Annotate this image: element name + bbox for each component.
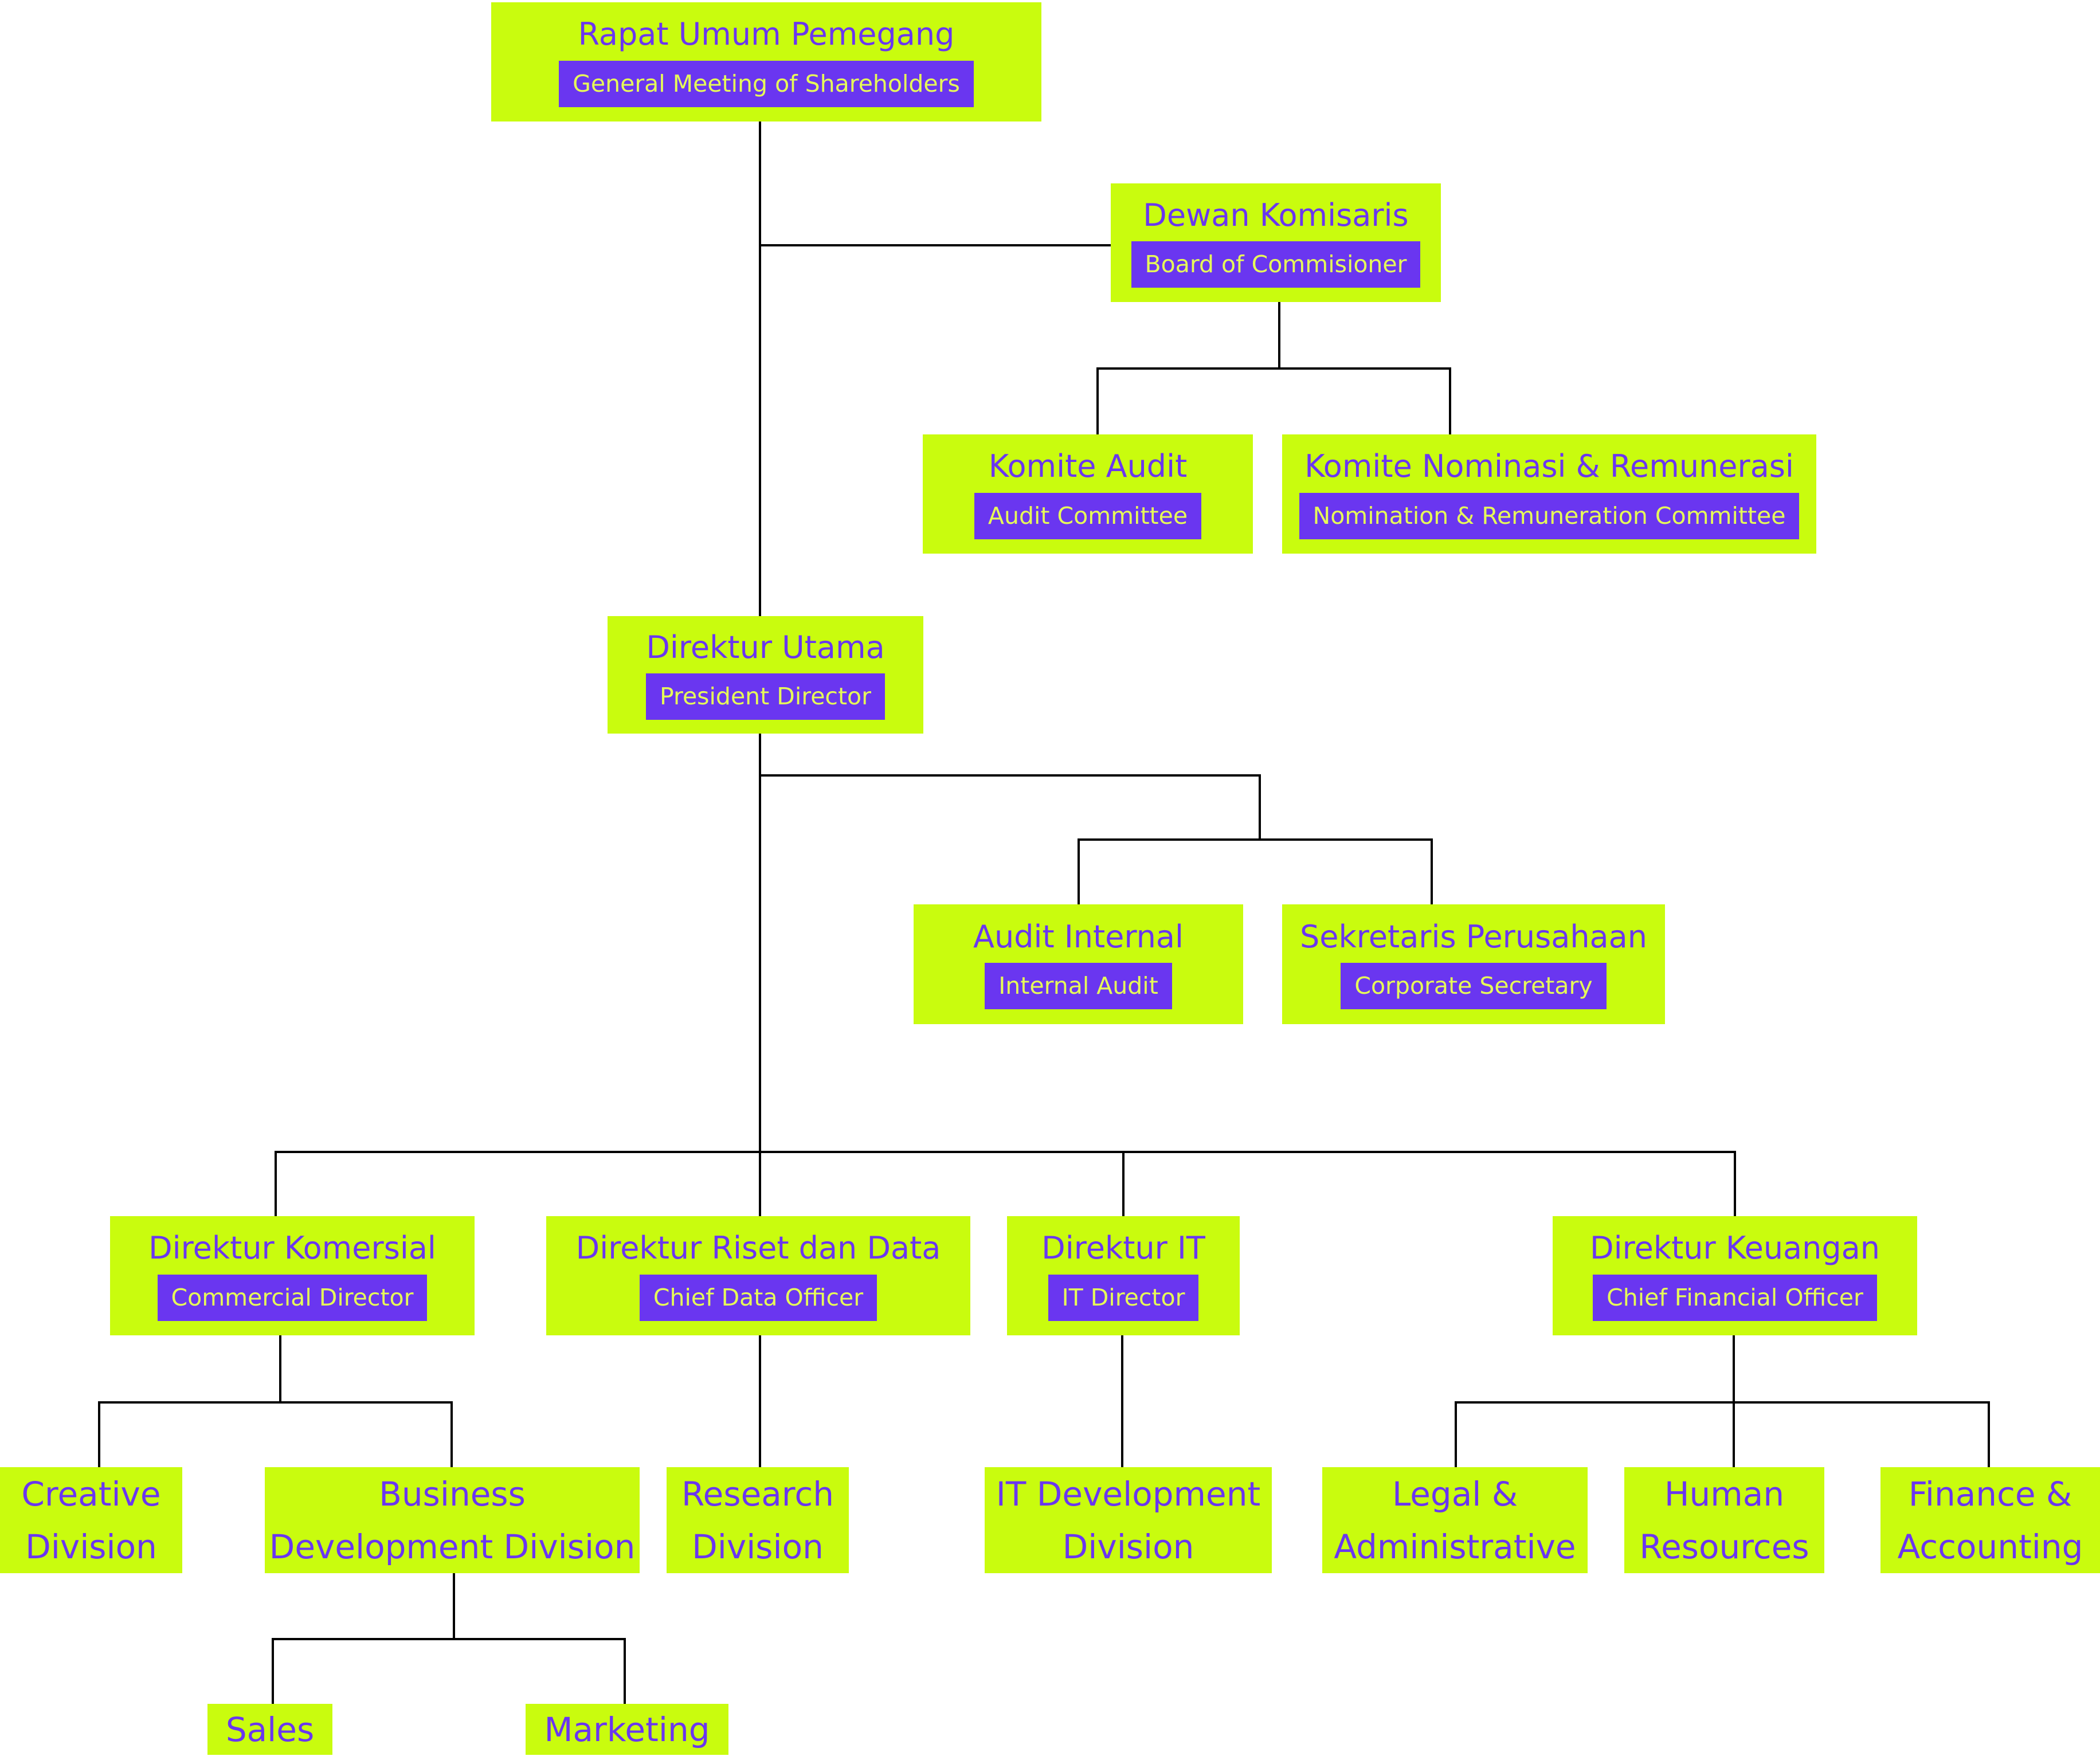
node-title-line-2: Development Division bbox=[269, 1527, 636, 1566]
node-audit-committee: Komite Audit Audit Committee bbox=[923, 434, 1253, 554]
node-title-line-1: Finance & bbox=[1908, 1474, 2072, 1514]
node-sales: Sales bbox=[207, 1704, 332, 1755]
node-subtitle-badge: Corporate Secretary bbox=[1341, 963, 1607, 1010]
node-title: Direktur Keuangan bbox=[1590, 1230, 1880, 1267]
node-title-line-1: Legal & bbox=[1392, 1474, 1518, 1514]
node-title-line-2: Resources bbox=[1639, 1527, 1809, 1566]
node-finance-accounting: Finance & Accounting bbox=[1880, 1467, 2100, 1573]
node-title: Komite Audit bbox=[988, 448, 1188, 485]
node-legal-administrative: Legal & Administrative bbox=[1322, 1467, 1588, 1573]
node-general-meeting: Rapat Umum Pemegang General Meeting of S… bbox=[491, 2, 1041, 121]
node-subtitle-badge: Internal Audit bbox=[985, 963, 1172, 1010]
node-title: Komite Nominasi & Remunerasi bbox=[1304, 448, 1794, 485]
node-title: Rapat Umum Pemegang bbox=[578, 16, 955, 53]
node-title-line-2: Division bbox=[25, 1527, 157, 1566]
node-subtitle-badge: Chief Data Officer bbox=[639, 1274, 877, 1321]
node-subtitle-badge: Audit Committee bbox=[974, 492, 1202, 539]
node-title: Direktur IT bbox=[1041, 1230, 1205, 1267]
node-title: Direktur Utama bbox=[646, 629, 885, 665]
node-it-director: Direktur IT IT Director bbox=[1007, 1216, 1240, 1335]
node-title-line-1: Creative bbox=[21, 1474, 161, 1514]
node-title: Marketing bbox=[544, 1710, 710, 1749]
node-president-director: Direktur Utama President Director bbox=[608, 616, 923, 734]
node-title: Dewan Komisaris bbox=[1143, 197, 1409, 233]
node-title-line-1: IT Development bbox=[996, 1474, 1261, 1514]
node-internal-audit: Audit Internal Internal Audit bbox=[914, 904, 1243, 1024]
node-title-line-2: Division bbox=[1062, 1527, 1194, 1566]
node-creative-division: Creative Division bbox=[0, 1467, 182, 1573]
node-it-development-division: IT Development Division bbox=[985, 1467, 1272, 1573]
node-title: Direktur Riset dan Data bbox=[575, 1230, 941, 1267]
node-title-line-2: Administrative bbox=[1334, 1527, 1576, 1566]
node-research-division: Research Division bbox=[667, 1467, 849, 1573]
node-board-of-commissioner: Dewan Komisaris Board of Commisioner bbox=[1111, 183, 1441, 302]
node-subtitle-badge: IT Director bbox=[1048, 1274, 1199, 1321]
node-subtitle-badge: General Meeting of Shareholders bbox=[559, 60, 974, 107]
node-nomination-committee: Komite Nominasi & Remunerasi Nomination … bbox=[1282, 434, 1816, 554]
node-title: Sekretaris Perusahaan bbox=[1300, 918, 1647, 955]
node-title-line-2: Accounting bbox=[1897, 1527, 2083, 1566]
node-marketing: Marketing bbox=[526, 1704, 728, 1755]
node-subtitle-badge: Chief Financial Officer bbox=[1593, 1274, 1877, 1321]
node-subtitle-badge: Board of Commisioner bbox=[1131, 241, 1421, 288]
node-title: Sales bbox=[225, 1710, 315, 1749]
node-business-development-division: Business Development Division bbox=[265, 1467, 640, 1573]
node-subtitle-badge: President Director bbox=[646, 673, 885, 720]
node-title: Direktur Komersial bbox=[148, 1230, 436, 1267]
node-human-resources: Human Resources bbox=[1624, 1467, 1824, 1573]
node-subtitle-badge: Commercial Director bbox=[157, 1274, 428, 1321]
node-subtitle-badge: Nomination & Remuneration Committee bbox=[1299, 492, 1800, 539]
node-title-line-1: Business bbox=[379, 1474, 526, 1514]
node-title-line-1: Research bbox=[681, 1474, 834, 1514]
node-chief-data-officer: Direktur Riset dan Data Chief Data Offic… bbox=[546, 1216, 970, 1335]
node-title: Audit Internal bbox=[973, 918, 1184, 955]
node-chief-financial-officer: Direktur Keuangan Chief Financial Office… bbox=[1553, 1216, 1917, 1335]
node-title-line-2: Division bbox=[692, 1527, 824, 1566]
node-title-line-1: Human bbox=[1664, 1474, 1785, 1514]
node-commercial-director: Direktur Komersial Commercial Director bbox=[110, 1216, 475, 1335]
node-corporate-secretary: Sekretaris Perusahaan Corporate Secretar… bbox=[1282, 904, 1665, 1024]
